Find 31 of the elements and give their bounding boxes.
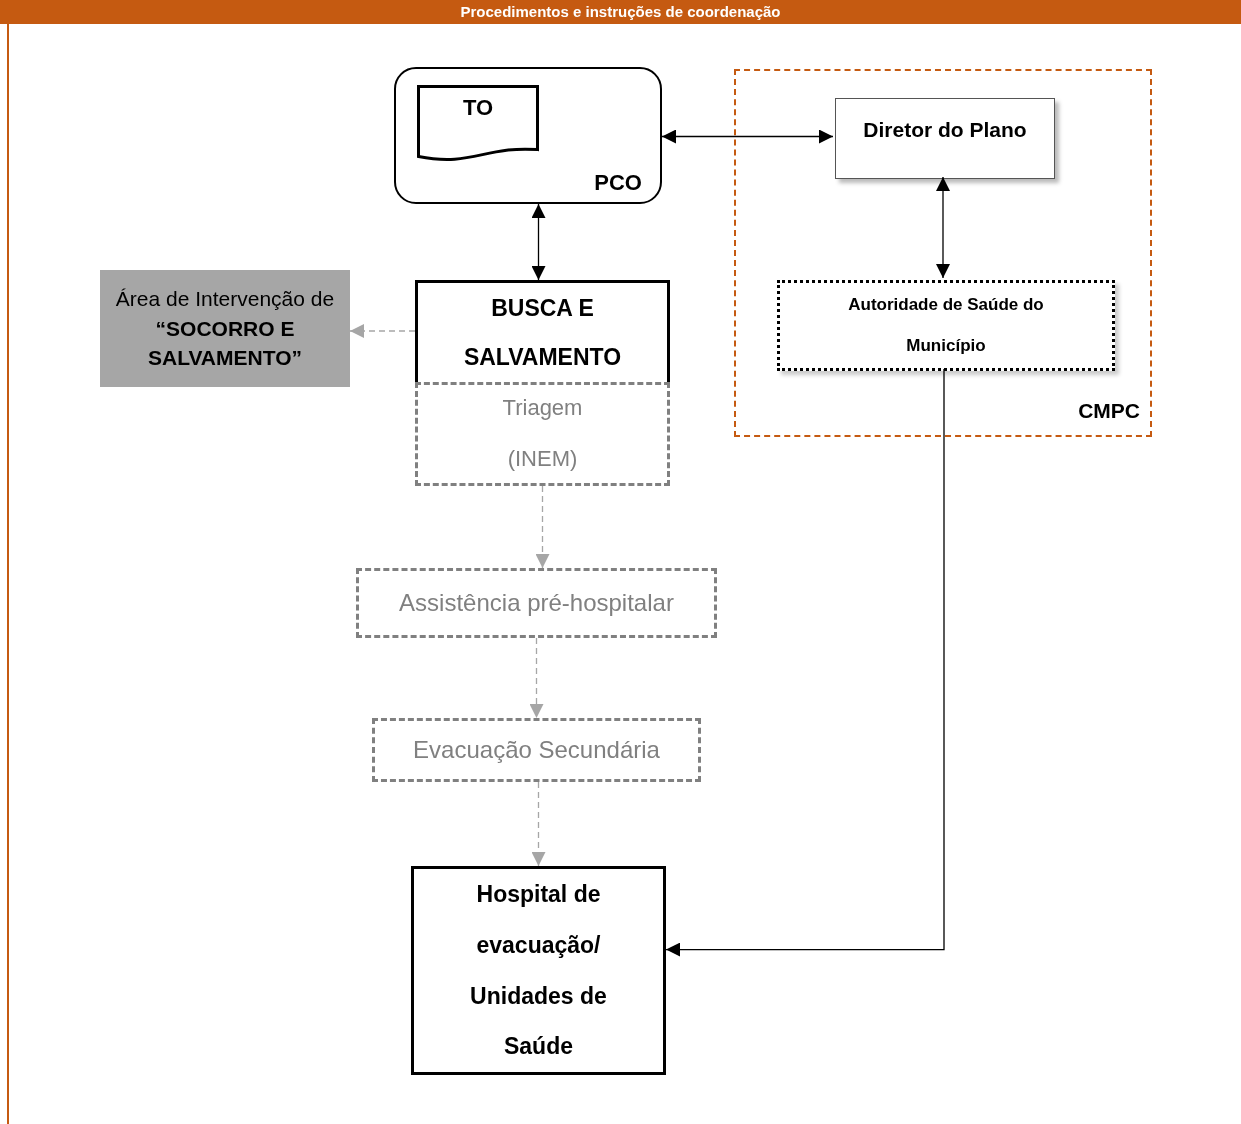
node-label: PCO	[594, 169, 642, 196]
arrow	[349, 324, 416, 338]
node-label: TO	[462, 95, 494, 122]
node-label: Hospital de evacuação/ Unidades de Saúde	[469, 880, 608, 1062]
node-label: Evacuação Secundária	[413, 735, 660, 765]
arrow	[661, 129, 834, 144]
rounded-box	[394, 67, 662, 204]
dashed-box	[356, 568, 717, 638]
node-label: BUSCA E SALVAMENTO	[462, 294, 623, 372]
arrow	[529, 637, 544, 719]
process-box	[411, 866, 666, 1075]
process-box	[415, 280, 670, 382]
dashed-box	[415, 382, 670, 486]
node-label: Assistência pré-hospitalar	[399, 588, 674, 618]
node-label: Área de Intervenção de “SOCORRO E SALVAMENTO”	[114, 286, 336, 372]
document-shape	[417, 85, 539, 161]
node-label: Diretor do Plano	[863, 117, 1027, 143]
node-label: Autoridade de Saúde do Município	[847, 293, 1045, 357]
arrow	[535, 485, 550, 569]
arrow	[936, 176, 950, 279]
area-box	[100, 270, 350, 387]
header-title: Procedimentos e instruções de coordenação	[0, 0, 1241, 24]
dotted-box	[777, 280, 1115, 371]
node-label: CMPC	[1078, 397, 1140, 423]
arrow	[531, 203, 546, 281]
node-label: Triagem (INEM)	[501, 394, 584, 473]
arrow	[531, 781, 546, 867]
arrow	[665, 368, 945, 957]
dashed-group-box	[734, 69, 1152, 437]
dashed-box	[372, 718, 701, 782]
process-box	[835, 98, 1055, 179]
